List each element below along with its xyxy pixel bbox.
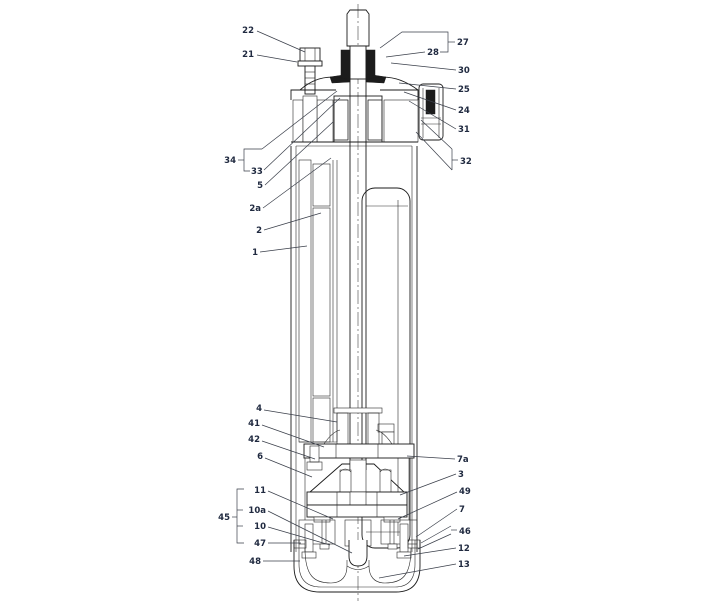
callout-48: 48 (249, 557, 261, 567)
stator-assembly (298, 159, 338, 443)
leader-31 (408, 100, 457, 130)
callout-13: 13 (458, 560, 470, 570)
motor-shaft (349, 79, 367, 470)
leader-41 (261, 424, 325, 448)
leader-25 (398, 82, 457, 90)
callout-labels: 2221343352a214414261110a1045474827283025… (218, 26, 472, 570)
lead-guard-bolt (297, 47, 323, 95)
leader-10a (267, 510, 353, 554)
callout-41: 41 (248, 419, 260, 429)
leader-6 (264, 457, 313, 478)
callout-22: 22 (242, 26, 254, 36)
leader-lines (232, 30, 458, 579)
callout-4: 4 (256, 404, 262, 414)
callout-33: 33 (251, 167, 263, 177)
leader-4 (263, 409, 338, 423)
leader-10 (267, 526, 331, 546)
leader-24 (403, 91, 457, 111)
callout-1: 1 (252, 248, 258, 258)
leader-7a (406, 455, 456, 460)
callout-21: 21 (242, 50, 254, 60)
leader-42 (261, 440, 316, 460)
leader-2 (263, 212, 322, 231)
leader-49 (397, 491, 458, 520)
leader-1 (259, 245, 308, 253)
callout-6: 6 (257, 452, 263, 462)
bottom-housing (298, 519, 418, 567)
callout-45: 45 (218, 513, 230, 523)
callout-42: 42 (248, 435, 260, 445)
leader-5 (264, 121, 334, 186)
bracket-32-arm-top (420, 119, 453, 150)
bracket-46-arm-bottom (417, 533, 452, 550)
motor-shell (290, 146, 418, 552)
leader-7 (415, 508, 458, 538)
leader-11 (267, 490, 334, 520)
callout-11: 11 (254, 486, 266, 496)
bracket-46-arm-top (420, 525, 452, 544)
callout-10: 10 (254, 522, 266, 532)
callout-2: 2 (256, 226, 262, 236)
cable-conduit (418, 83, 444, 141)
drawing-layer (290, 4, 444, 601)
callout-24: 24 (458, 106, 470, 116)
callout-7: 7 (459, 505, 465, 515)
leader-22 (256, 30, 306, 53)
callout-47: 47 (254, 539, 266, 549)
leader-2a (262, 157, 332, 209)
callout-27: 27 (457, 38, 469, 48)
callout-46: 46 (459, 527, 471, 537)
callout-34: 34 (224, 156, 236, 166)
bracket-34-arm (261, 90, 338, 150)
leader-13 (378, 563, 457, 579)
callout-28: 28 (427, 48, 439, 58)
callout-3: 3 (458, 470, 464, 480)
bracket-45 (236, 488, 244, 544)
upper-bearing-housing (290, 76, 419, 147)
callout-31: 31 (458, 125, 470, 135)
bottom-end-cap (293, 539, 421, 593)
callout-10a: 10a (248, 506, 266, 516)
callout-32: 32 (460, 157, 472, 167)
leader-33 (263, 97, 341, 171)
leader-3 (399, 473, 457, 496)
callout-7a: 7a (457, 455, 469, 465)
leader-12 (403, 547, 457, 557)
callout-2a: 2a (249, 204, 261, 214)
bracket-32-arm-bottom (415, 131, 453, 171)
lower-bearing-diffuser (303, 407, 415, 520)
leader-21 (256, 54, 298, 63)
bracket-27 (379, 31, 449, 53)
callout-5: 5 (257, 181, 263, 191)
leader-30 (390, 62, 457, 71)
callout-49: 49 (459, 487, 471, 497)
thrust-bearing-stack (306, 459, 408, 523)
callout-30: 30 (458, 66, 470, 76)
leader-28 (385, 51, 426, 58)
callout-12: 12 (458, 544, 470, 554)
callout-25: 25 (458, 85, 470, 95)
